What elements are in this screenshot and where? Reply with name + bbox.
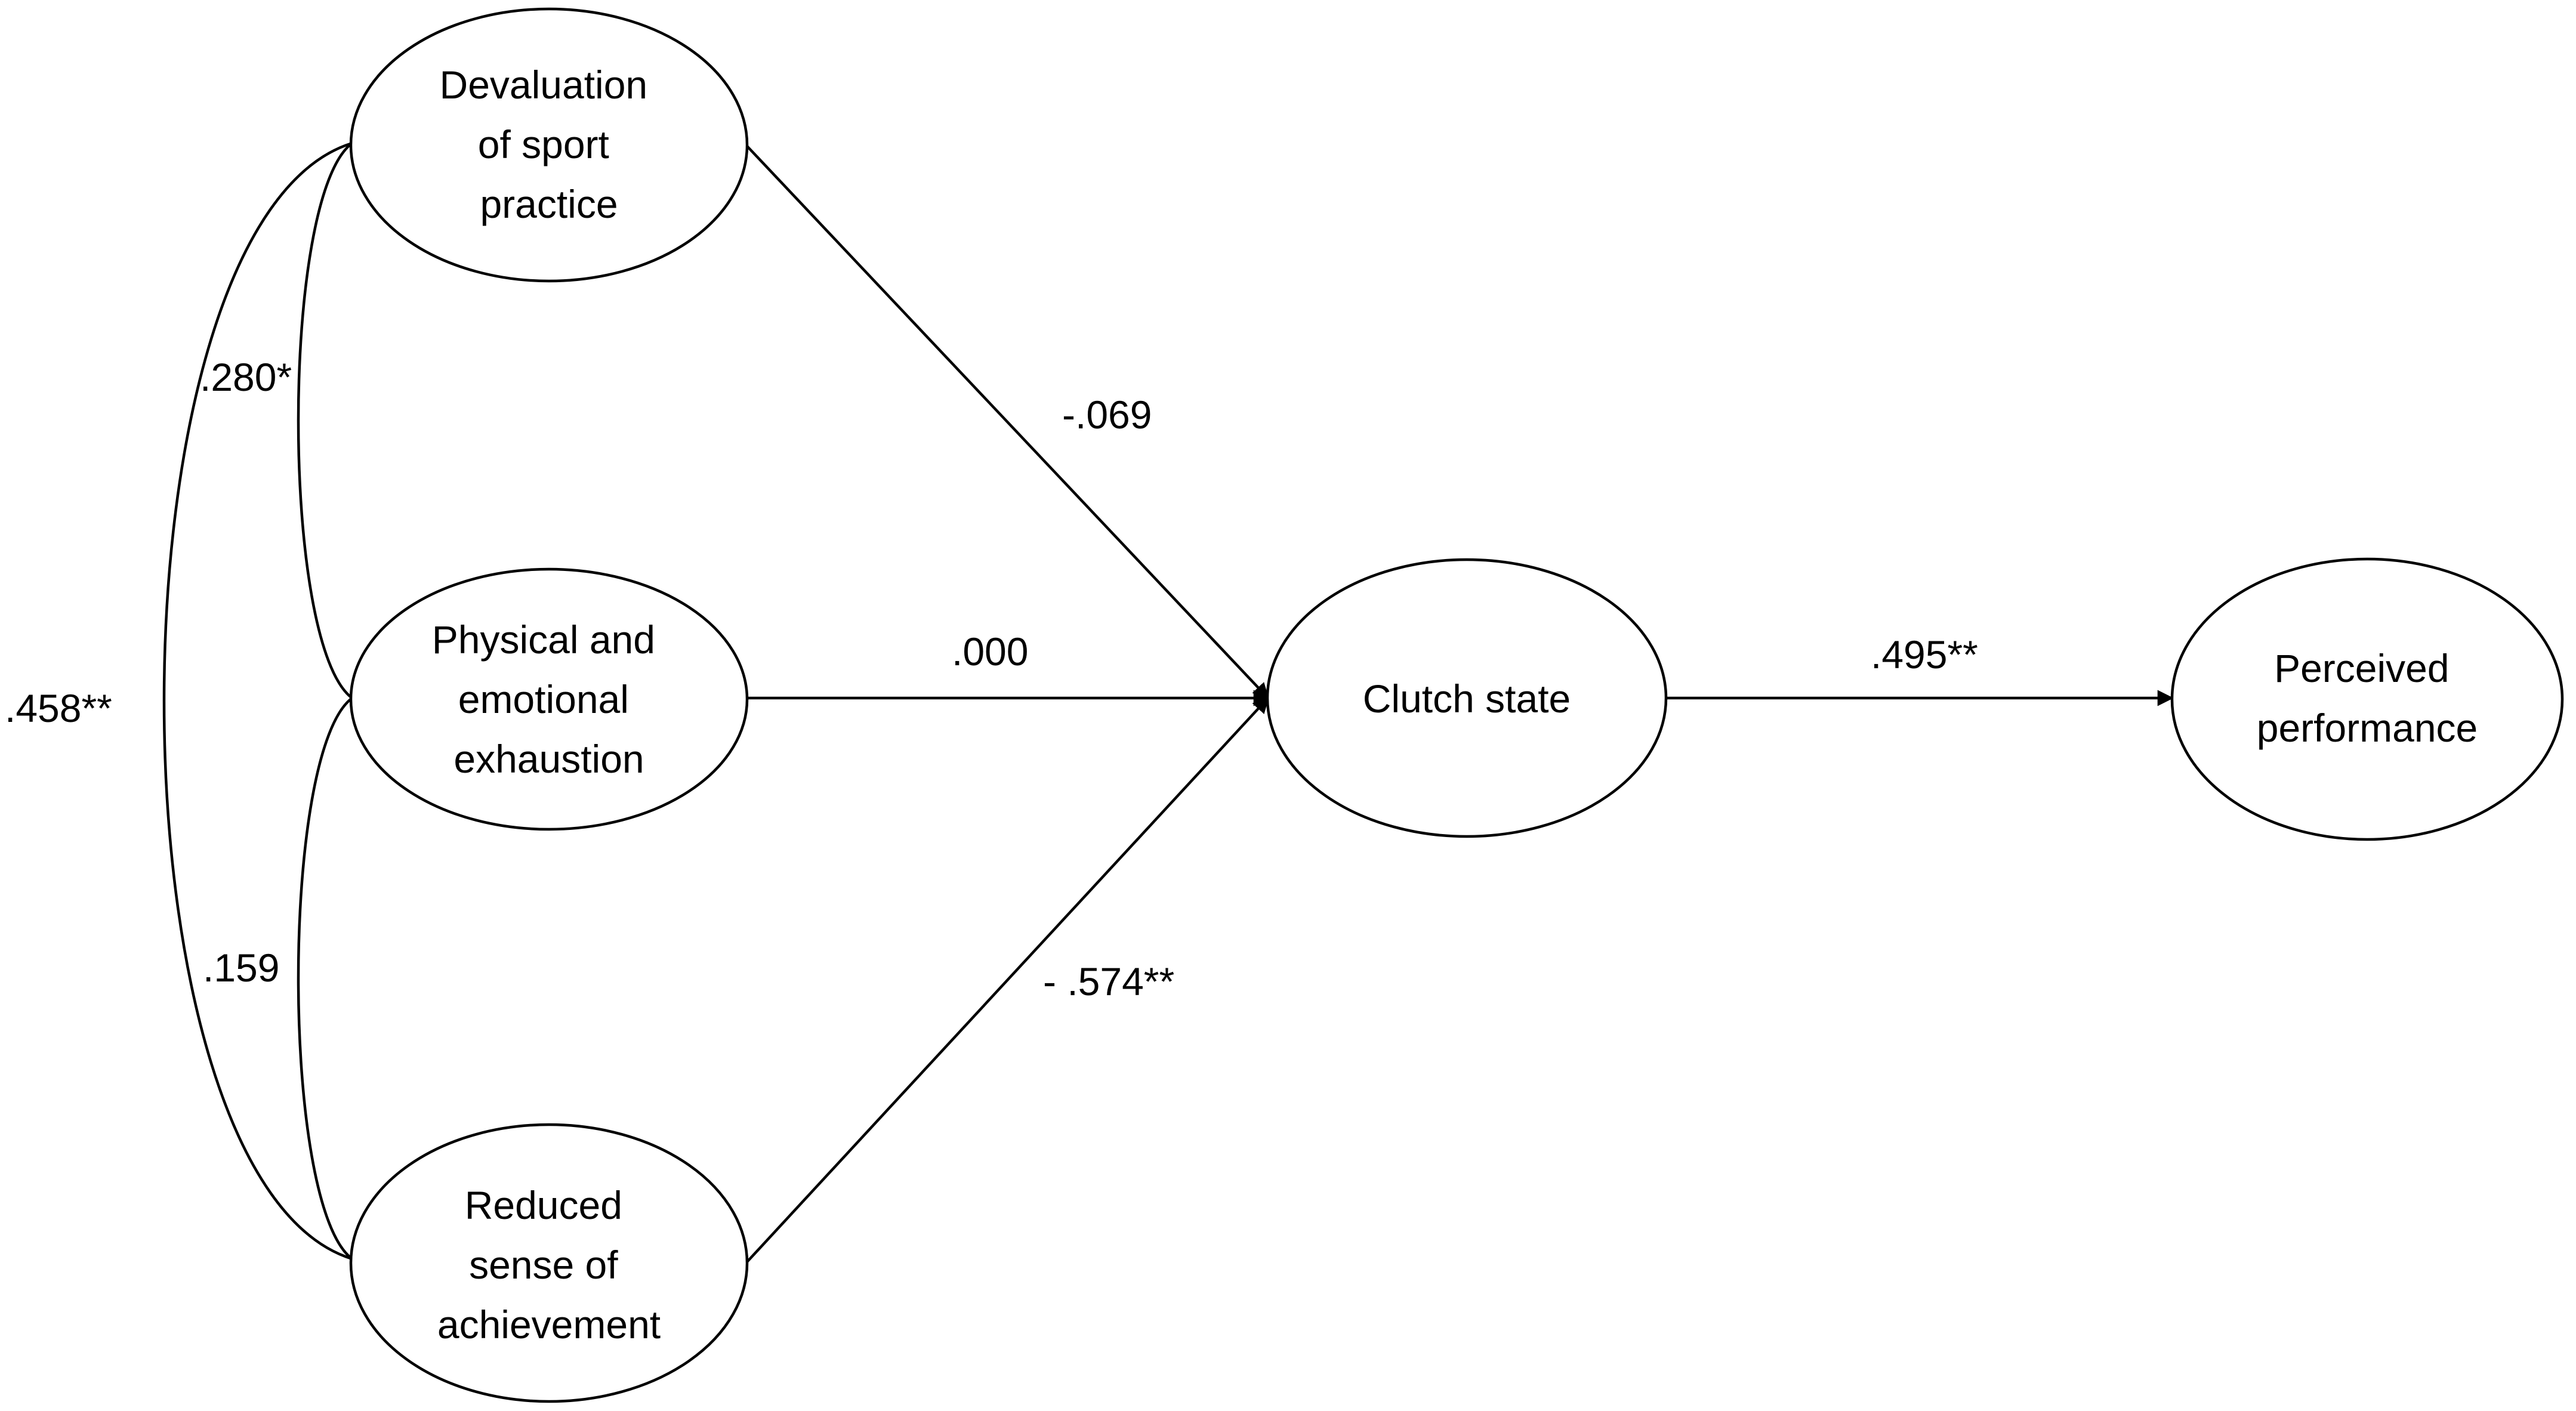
svg-text:Reduced sense of a: Reduced sense of achievement — [437, 1183, 661, 1347]
svg-text:Perceived performance: Perceived performance — [2257, 646, 2478, 750]
label-exhaustion-to-clutch: .000 — [952, 629, 1028, 674]
node-devaluation: Devaluation of sport practice — [349, 7, 749, 283]
svg-text:Devaluation of sport: Devaluation of sport practice — [440, 63, 659, 226]
node-clutch-state: Clutch state — [1266, 558, 1668, 838]
node-exhaustion-line-2: emotional — [458, 677, 629, 721]
label-achievement-to-clutch: - .574** — [1043, 959, 1174, 1004]
svg-text:Physical and emotional: Physical and emotional exhaustion — [432, 617, 667, 781]
label-corr-exhaustion-achievement: .159 — [203, 946, 279, 990]
node-perceived-performance: Perceived performance — [2170, 557, 2564, 841]
node-devaluation-line-3: practice — [480, 182, 618, 226]
node-achievement: Reduced sense of achievement — [349, 1123, 749, 1403]
node-devaluation-line-2: of sport — [478, 122, 609, 166]
node-achievement-line-2: sense of — [469, 1243, 618, 1287]
correlation-arc-devaluation-exhaustion — [297, 142, 353, 699]
node-exhaustion-line-1: Physical and — [432, 617, 655, 662]
label-corr-devaluation-exhaustion: .280* — [200, 355, 292, 399]
node-exhaustion-line-3: exhaustion — [454, 737, 644, 781]
node-achievement-line-1: Reduced — [465, 1183, 622, 1227]
label-corr-devaluation-achievement: .458** — [5, 686, 112, 730]
node-devaluation-line-1: Devaluation — [440, 63, 648, 107]
path-achievement-to-clutch — [746, 697, 1269, 1263]
node-exhaustion: Physical and emotional exhaustion — [349, 567, 749, 831]
label-clutch-to-performance: .495** — [1871, 632, 1978, 677]
path-devaluation-to-clutch — [746, 145, 1269, 699]
node-performance-line-2: performance — [2257, 706, 2478, 750]
correlation-arc-exhaustion-achievement — [297, 697, 353, 1260]
node-clutch-line-1: Clutch state — [1363, 677, 1571, 721]
node-achievement-line-3: achievement — [437, 1302, 661, 1347]
svg-text:Clutch state: Clutch state — [1363, 677, 1571, 721]
correlation-arc-devaluation-achievement — [162, 141, 353, 1261]
label-devaluation-to-clutch: -.069 — [1062, 393, 1152, 437]
node-performance-line-1: Perceived — [2274, 646, 2449, 690]
